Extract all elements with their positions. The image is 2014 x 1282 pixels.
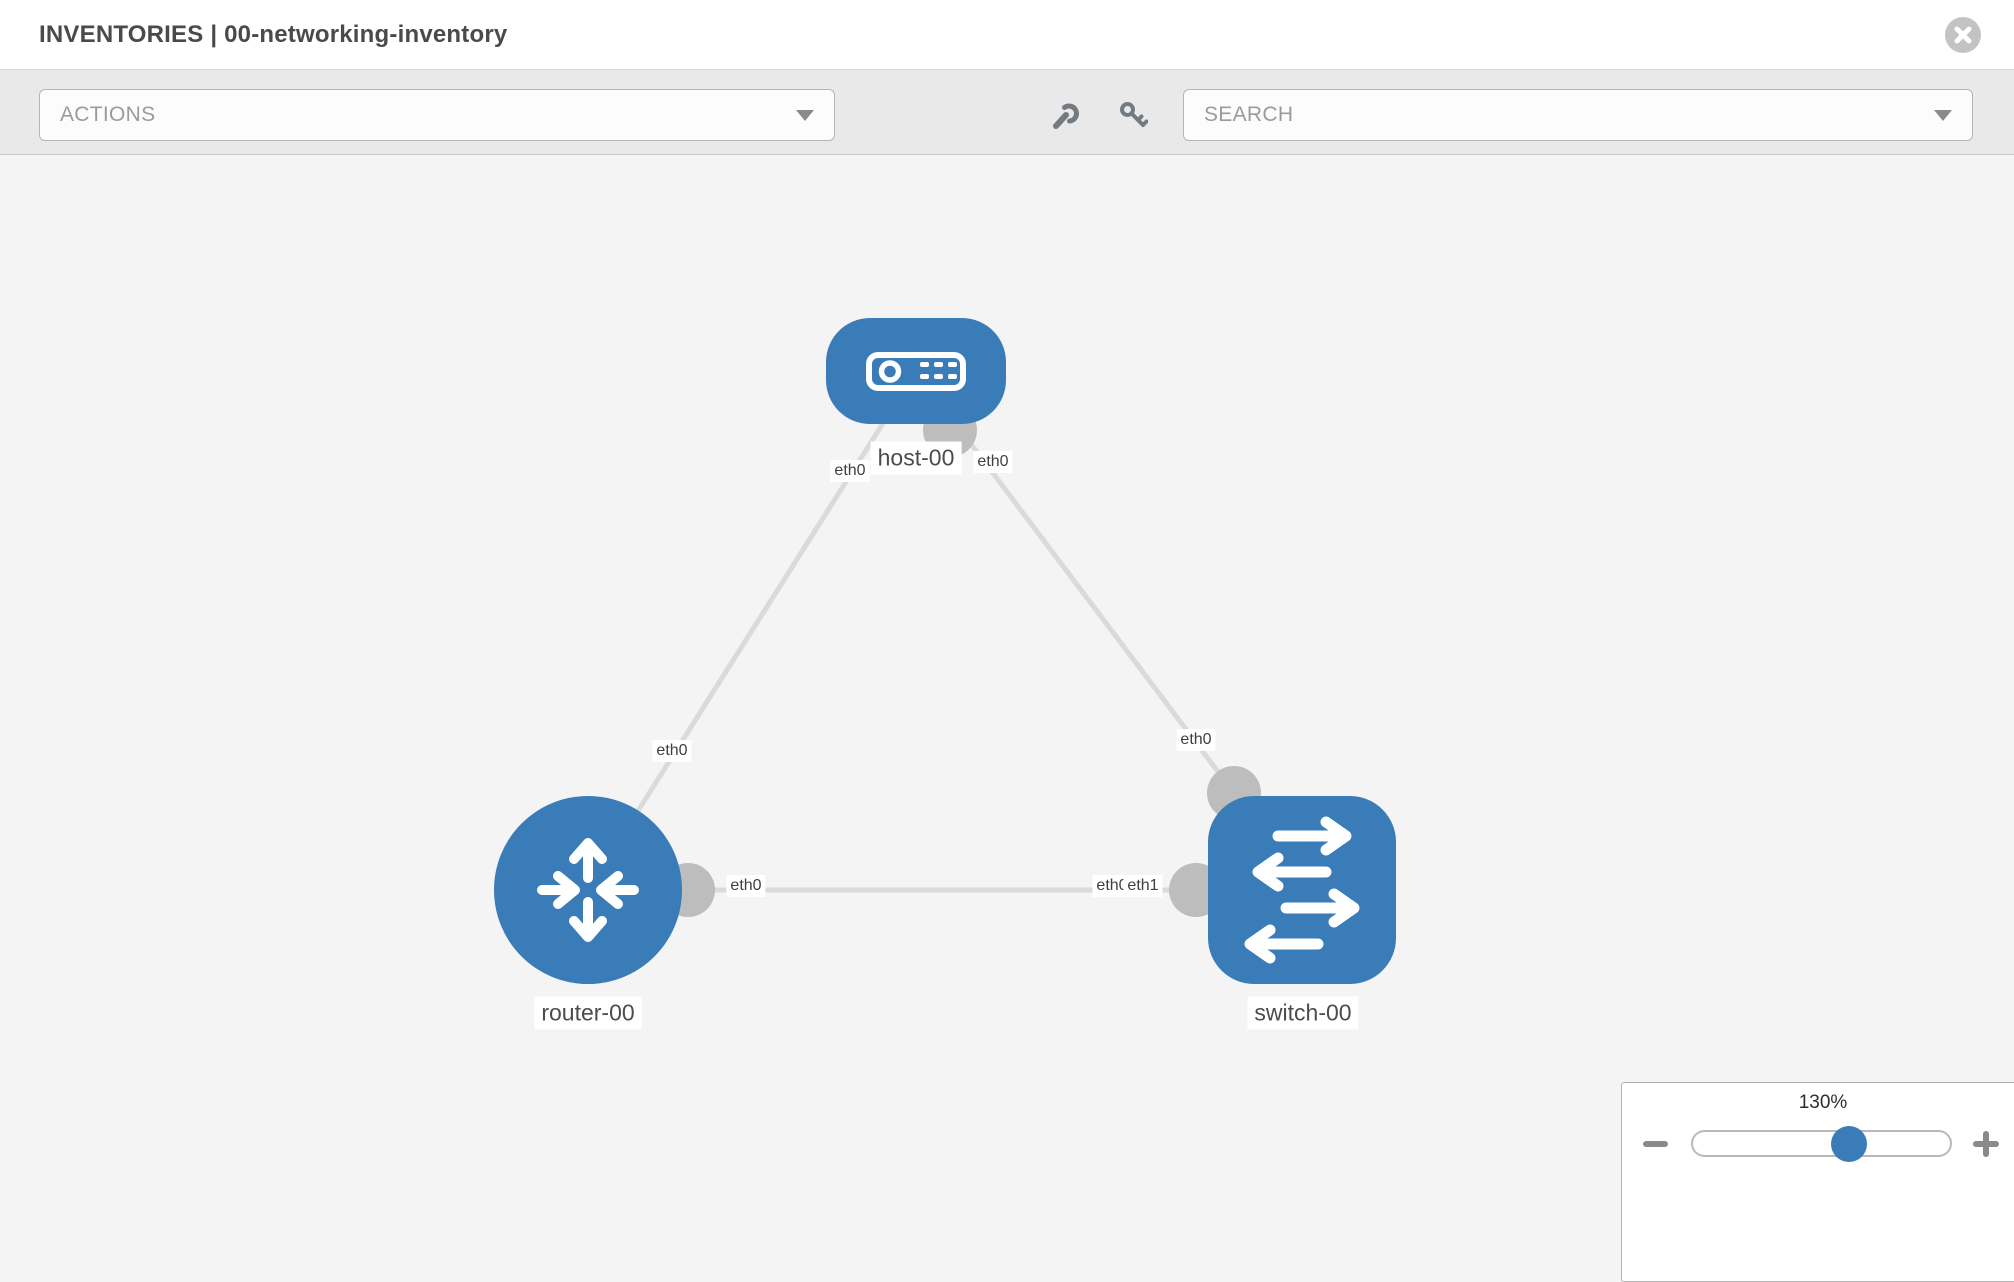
- page-header: INVENTORIES | 00-networking-inventory: [0, 0, 2014, 70]
- search-dropdown[interactable]: SEARCH: [1183, 89, 1973, 141]
- router-icon: [537, 838, 639, 942]
- chevron-down-icon: [796, 109, 814, 121]
- host-icon: [866, 352, 966, 391]
- interface-label-router-link: eth0: [652, 740, 692, 762]
- node-host-00[interactable]: [826, 318, 1006, 424]
- zoom-level: 130%: [1798, 1092, 1848, 1113]
- node-label-switch: switch-00: [1247, 996, 1359, 1030]
- actions-dropdown[interactable]: ACTIONS: [39, 89, 835, 141]
- zoom-slider-handle[interactable]: [1831, 1126, 1867, 1162]
- page-title: INVENTORIES | 00-networking-inventory: [39, 21, 508, 48]
- close-icon: [1954, 26, 1972, 44]
- close-button[interactable]: [1945, 17, 1981, 53]
- interface-label-switch-left-eth0: eth0: [1092, 875, 1132, 897]
- interface-label-switch-left-eth1: eth1: [1123, 875, 1163, 897]
- chevron-down-icon: [1934, 109, 1952, 121]
- switch-icon: [1244, 816, 1360, 964]
- interface-label-switch-top: eth0: [1176, 729, 1216, 751]
- interface-label-host-right: eth0: [973, 451, 1013, 473]
- interface-endpoint-dots: [661, 403, 1261, 917]
- node-router-00[interactable]: [494, 796, 682, 984]
- node-switch-00[interactable]: [1208, 796, 1396, 984]
- node-label-router: router-00: [534, 996, 642, 1030]
- wrench-icon: [1053, 103, 1079, 129]
- zoom-in-icon[interactable]: [1973, 1131, 1999, 1157]
- interface-label-router-right: eth0: [726, 875, 766, 897]
- topology-canvas[interactable]: host-00 router-00 switch-00 eth0 eth0 et…: [0, 155, 2014, 1200]
- zoom-slider-track[interactable]: [1691, 1130, 1952, 1157]
- configure-button[interactable]: [1051, 100, 1081, 130]
- actions-dropdown-label: ACTIONS: [60, 103, 156, 126]
- toolbar: ACTIONS SEARCH: [0, 70, 2014, 155]
- zoom-panel: 130%: [1621, 1082, 2014, 1282]
- credentials-button[interactable]: [1118, 100, 1149, 130]
- search-dropdown-label: SEARCH: [1204, 103, 1294, 126]
- zoom-out-icon[interactable]: [1643, 1141, 1668, 1147]
- node-label-host: host-00: [870, 441, 962, 475]
- key-icon: [1120, 102, 1149, 127]
- link-host-router: [585, 369, 919, 892]
- interface-label-host-left: eth0: [830, 460, 870, 482]
